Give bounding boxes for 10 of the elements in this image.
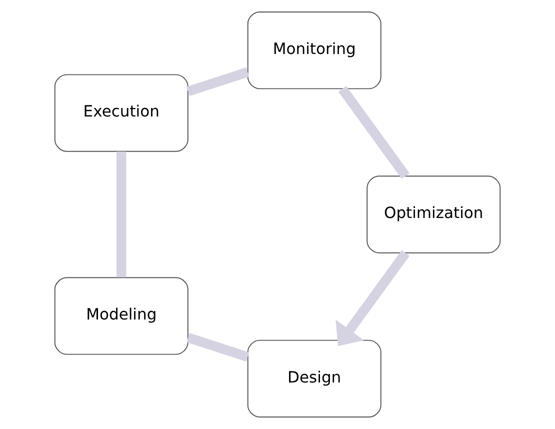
node-box: Design bbox=[247, 340, 382, 418]
node-box: Execution bbox=[54, 74, 188, 152]
connector bbox=[338, 86, 410, 179]
node-box: Modeling bbox=[54, 277, 188, 355]
node-box: Monitoring bbox=[247, 12, 382, 90]
arrow bbox=[336, 250, 410, 346]
connector bbox=[116, 152, 126, 278]
node-box: Optimization bbox=[366, 176, 501, 254]
connector bbox=[186, 333, 250, 362]
connector bbox=[186, 67, 250, 96]
